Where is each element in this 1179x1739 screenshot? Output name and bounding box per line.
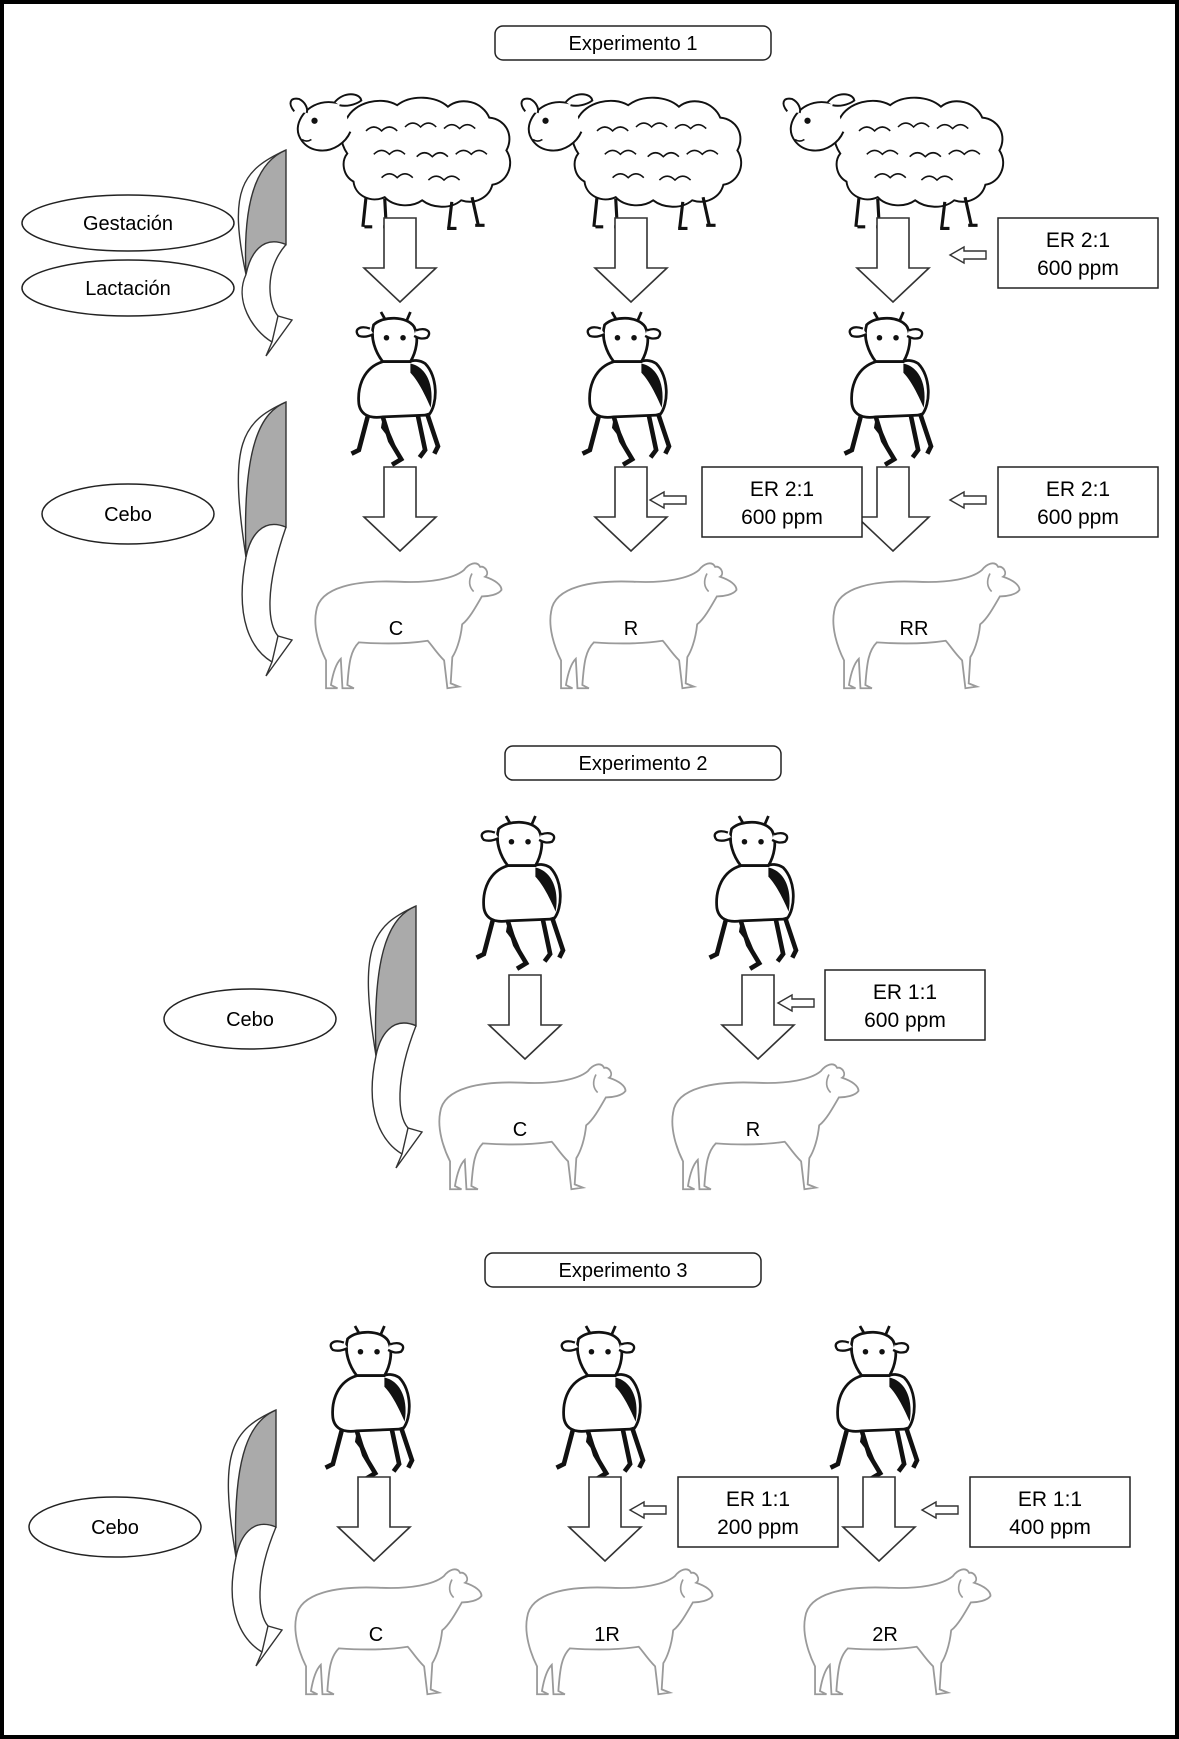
exp3-2r-treatment-line2: 400 ppm <box>1009 1516 1091 1539</box>
exp2-arrow-cebo-1 <box>486 974 564 1061</box>
ewe-2 <box>519 92 743 230</box>
exp1-small-arrow-gest <box>948 245 987 265</box>
exp1-r-treatment-line2: 600 ppm <box>741 506 823 529</box>
exp2-group-c-label: C <box>513 1119 527 1141</box>
exp1-gestation-curve-arrow <box>237 148 294 357</box>
exp2-group-c-silhouette <box>438 1063 627 1191</box>
exp2-r-treatment-box <box>824 969 986 1041</box>
exp1-phase-cebo: Cebo <box>104 504 152 526</box>
exp1-group-r-silhouette <box>549 562 738 690</box>
exp1-cebo-curve-arrow <box>237 400 294 677</box>
exp3-group-c-silhouette <box>294 1568 483 1696</box>
exp1-title-box <box>494 25 772 61</box>
exp3-1r-treatment-line1: ER 1:1 <box>726 1488 790 1511</box>
exp1-arrow-cebo-2 <box>592 466 670 553</box>
exp3-lamb-1 <box>326 1326 412 1479</box>
exp1-gest-treatment-line2: 600 ppm <box>1037 257 1119 280</box>
exp3-group-1r-label: 1R <box>594 1624 620 1646</box>
exp3-2r-treatment-box <box>969 1476 1131 1548</box>
exp3-arrow-cebo-3 <box>840 1476 918 1563</box>
exp1-arrow-gestation-2 <box>592 217 670 304</box>
exp2-group-r-label: R <box>746 1119 760 1141</box>
exp1-small-arrow-r <box>648 490 687 510</box>
exp3-title-box <box>484 1252 762 1288</box>
exp3-2r-treatment-line1: ER 1:1 <box>1018 1488 1082 1511</box>
exp3-lamb-3 <box>831 1326 917 1479</box>
exp1-gest-treatment-line1: ER 2:1 <box>1046 229 1110 252</box>
phase-lactacion-ellipse <box>21 259 235 317</box>
exp2-group-r-silhouette <box>671 1063 860 1191</box>
exp3-title: Experimento 3 <box>559 1260 688 1282</box>
exp2-cebo-curve-arrow <box>367 904 424 1169</box>
exp1-r-treatment-line1: ER 2:1 <box>750 478 814 501</box>
exp1-lamb-1 <box>352 312 438 465</box>
exp1-group-r-label: R <box>624 618 638 640</box>
exp2-phase-cebo: Cebo <box>226 1009 274 1031</box>
phase-gestacion-ellipse <box>21 194 235 252</box>
exp3-1r-treatment-box <box>677 1476 839 1548</box>
exp3-arrow-cebo-1 <box>335 1476 413 1563</box>
exp2-title: Experimento 2 <box>579 753 708 775</box>
exp3-group-c-label: C <box>369 1624 383 1646</box>
exp2-phase-cebo-ellipse <box>163 988 337 1050</box>
exp1-rr-treatment-line2: 600 ppm <box>1037 506 1119 529</box>
exp3-cebo-curve-arrow <box>227 1408 284 1667</box>
phase-gestacion: Gestación <box>83 213 173 235</box>
exp1-r-treatment-box <box>701 466 863 538</box>
exp3-small-arrow-1r <box>628 1500 667 1520</box>
exp2-r-treatment-line2: 600 ppm <box>864 1009 946 1032</box>
ewe-3 <box>781 92 1005 230</box>
exp3-arrow-cebo-2 <box>566 1476 644 1563</box>
exp3-group-2r-label: 2R <box>872 1624 898 1646</box>
exp1-rr-treatment-box <box>997 466 1159 538</box>
exp2-title-box <box>504 745 782 781</box>
exp1-gest-treatment-box <box>997 217 1159 289</box>
exp1-title: Experimento 1 <box>569 33 698 55</box>
exp1-small-arrow-rr <box>948 490 987 510</box>
exp3-small-arrow-2r <box>920 1500 959 1520</box>
exp1-arrow-cebo-1 <box>361 466 439 553</box>
exp1-group-c-label: C <box>389 618 403 640</box>
exp1-group-rr-label: RR <box>900 618 929 640</box>
exp2-arrow-cebo-2 <box>719 974 797 1061</box>
exp2-lamb-1 <box>477 816 563 969</box>
exp3-1r-treatment-line2: 200 ppm <box>717 1516 799 1539</box>
exp1-phase-cebo-ellipse <box>41 483 215 545</box>
exp2-small-arrow-r <box>776 993 815 1013</box>
ewe-1 <box>288 92 512 230</box>
exp1-rr-treatment-line1: ER 2:1 <box>1046 478 1110 501</box>
exp1-group-c-silhouette <box>314 562 503 690</box>
exp3-lamb-2 <box>557 1326 643 1479</box>
exp1-arrow-gestation-1 <box>361 217 439 304</box>
exp2-r-treatment-line1: ER 1:1 <box>873 981 937 1004</box>
exp1-lamb-2 <box>583 312 669 465</box>
phase-lactacion: Lactación <box>85 278 171 300</box>
exp1-arrow-cebo-3 <box>854 466 932 553</box>
exp2-lamb-2 <box>710 816 796 969</box>
exp3-phase-cebo: Cebo <box>91 1517 139 1539</box>
exp3-phase-cebo-ellipse <box>28 1496 202 1558</box>
exp1-arrow-gestation-3 <box>854 217 932 304</box>
exp1-lamb-3 <box>845 312 931 465</box>
